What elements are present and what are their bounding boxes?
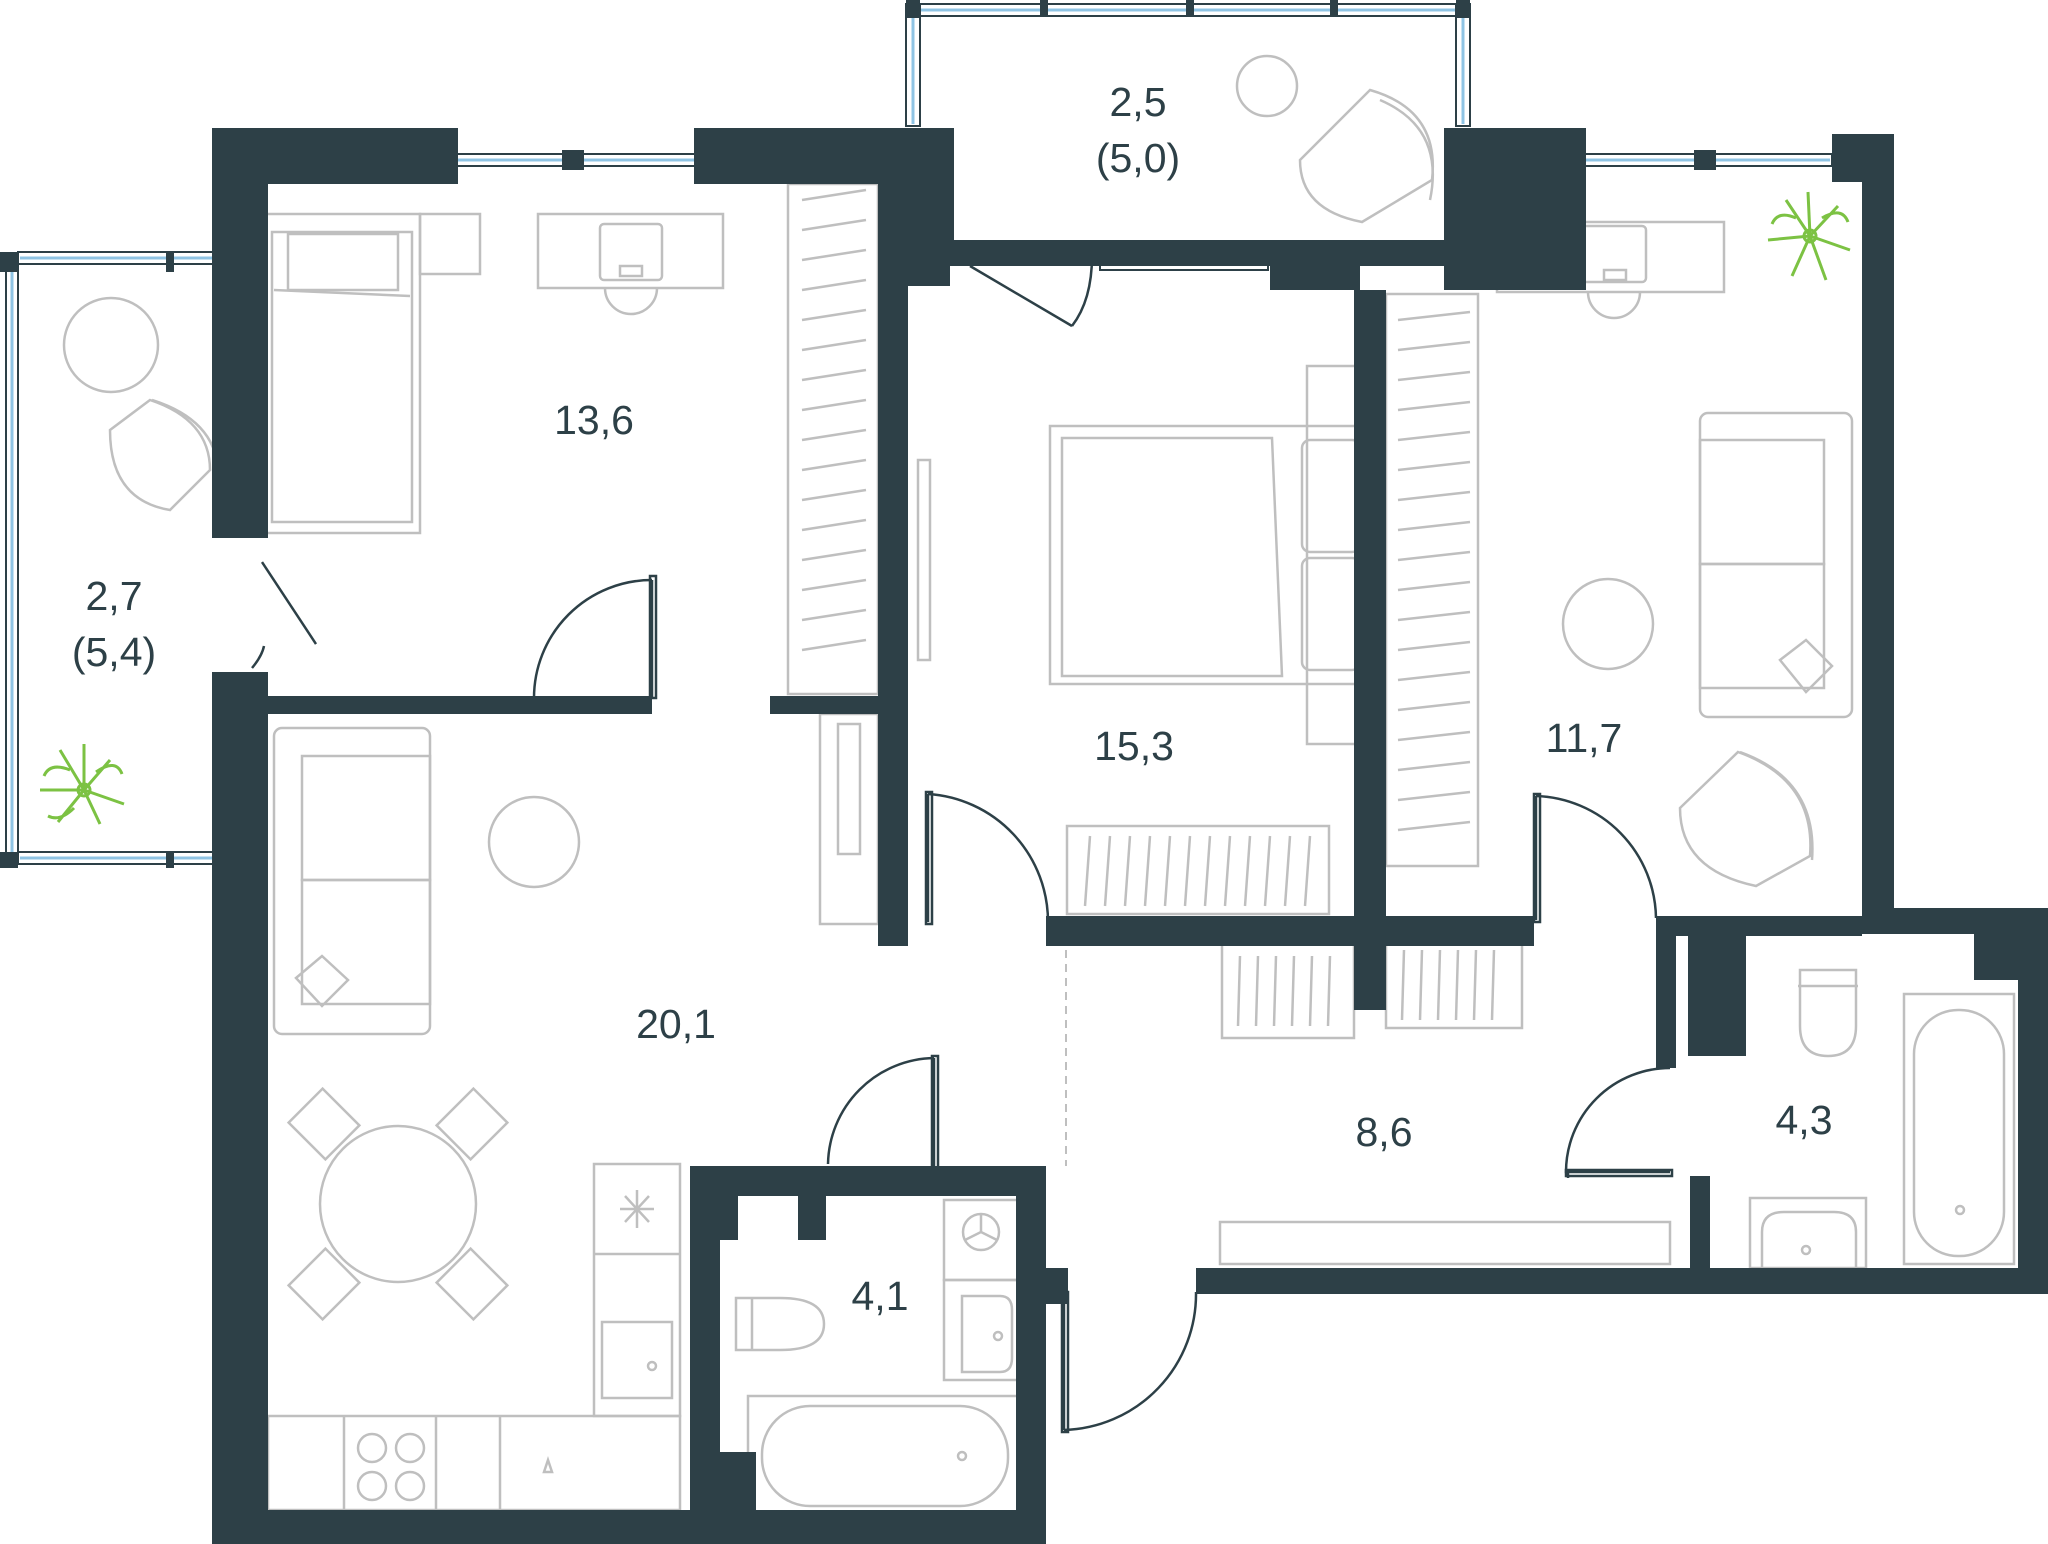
area-bedroom-right: 11,7 [1546,715,1623,761]
area-balcony-top: 2,5 [1110,79,1167,125]
sink-icon [1748,1196,1868,1270]
bed-icon [1048,364,1370,746]
toilet-icon [1798,968,1858,1058]
desk-icon [536,212,725,316]
wardrobe-icon [786,182,880,696]
sink-icon [942,1198,1020,1382]
table-icon [286,1086,510,1322]
door-swings [251,255,1674,1434]
area-bedroom-center: 15,3 [1094,723,1174,769]
stove-icon [356,1432,426,1502]
table-icon [62,296,160,394]
plant-icon [1767,191,1851,281]
area-balcony-left: 2,7 [86,573,143,619]
area-living-kitchen: 20,1 [636,1001,716,1047]
wardrobe-icon [1384,292,1480,868]
table-icon [1561,577,1655,671]
table-icon [1235,54,1299,118]
chair-icon [108,398,220,512]
chair-icon [1298,88,1435,224]
area-bathroom-right: 4,3 [1776,1097,1833,1143]
toilet-icon [734,1296,826,1352]
area-balcony-left-secondary: (5,4) [72,629,156,675]
area-hallway: 8,6 [1356,1109,1413,1155]
sofa-icon [272,726,432,1036]
wardrobe-icon [1065,824,1331,916]
area-bedroom-left: 13,6 [554,397,634,443]
area-balcony-top-secondary: (5,0) [1096,135,1180,181]
chair-icon [1678,750,1814,888]
bed-icon [261,212,482,535]
area-bathroom-small: 4,1 [852,1273,909,1319]
plant-icon [40,744,125,825]
area-labels: 2,5 (5,0) 13,6 15,3 11,7 2,7 (5,4) 20,1 … [72,79,1833,1319]
table-icon [487,795,581,889]
bathtub-icon [746,1394,1020,1518]
bathtub-icon [1902,992,2016,1266]
sofa-icon [1698,411,1854,719]
